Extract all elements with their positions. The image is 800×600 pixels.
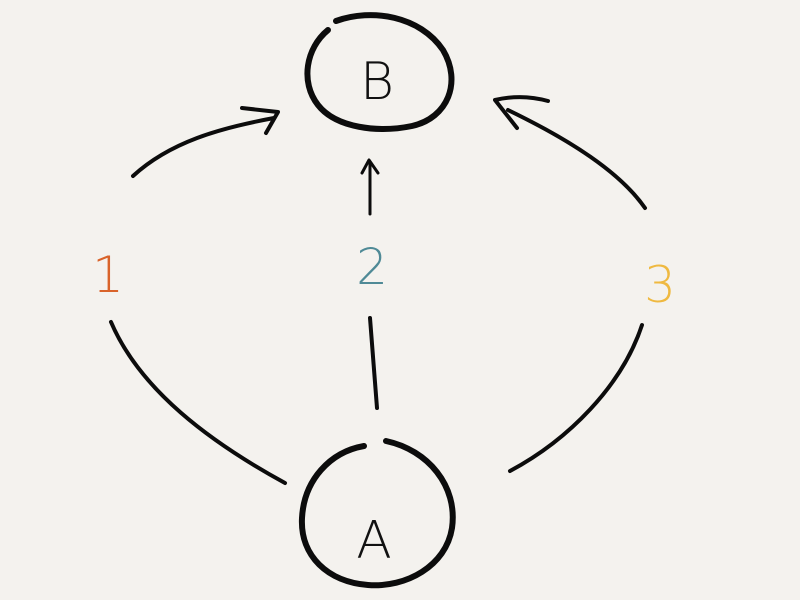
path-3-upper-stroke xyxy=(506,108,647,210)
node-a: A xyxy=(298,438,456,589)
path-2-lower-stroke xyxy=(368,316,379,410)
path-1-lower-stroke xyxy=(109,320,287,485)
path-3-lower-stroke xyxy=(508,323,644,473)
node-b-circle xyxy=(304,12,455,132)
path-1: 1 xyxy=(92,106,287,485)
node-a-circle xyxy=(298,438,456,589)
path-3: 3 xyxy=(493,95,676,473)
path-3-arrowhead xyxy=(493,95,550,130)
node-b: B xyxy=(304,12,455,132)
path-1-label: 1 xyxy=(92,246,124,304)
path-1-arrowhead xyxy=(240,106,280,135)
node-b-label: B xyxy=(360,52,394,112)
path-2-arrowhead xyxy=(360,158,380,175)
path-2-label: 2 xyxy=(356,238,388,296)
path-3-label: 3 xyxy=(644,256,676,314)
node-a-label: A xyxy=(356,511,392,571)
path-1-upper-stroke xyxy=(131,116,276,178)
path-2: 2 xyxy=(356,158,388,410)
